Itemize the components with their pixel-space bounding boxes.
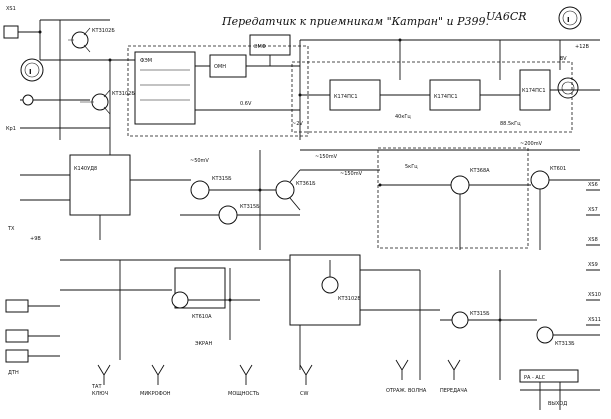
jack-mic: МИКРОФОН xyxy=(140,364,171,397)
pa-alc-box xyxy=(519,369,579,383)
tr-label-6: КТ368А xyxy=(470,168,490,174)
ic-da3 xyxy=(519,69,551,111)
tr-label-1: КТ3102Б xyxy=(92,28,115,34)
transistor-v12 xyxy=(451,311,469,329)
transistor-v11 xyxy=(321,276,339,294)
tr-label-10: КТ315Б xyxy=(470,311,490,317)
level-150mv-1: ~150mV xyxy=(315,154,338,160)
transistor-v8 xyxy=(450,175,470,195)
ic-label-2: К174ПС1 xyxy=(434,94,458,100)
right-label-4: ХS9 xyxy=(588,262,598,268)
mic-label: МИКРОФОН xyxy=(140,391,171,397)
tx-label: ТХ xyxy=(7,226,15,232)
logo-roman-right: I xyxy=(567,16,570,24)
connector-xs1 xyxy=(3,25,19,39)
transistor-v5 xyxy=(190,180,210,200)
transistor-v7 xyxy=(275,180,295,200)
jack-key: КЛЮЧ ТАТ xyxy=(91,364,111,397)
plus12v-label: +12В xyxy=(575,44,590,50)
right-label-5: ХS10 xyxy=(588,292,601,298)
logo-right-mid xyxy=(557,77,579,99)
right-label-3: ХS8 xyxy=(588,237,598,243)
callsign-text: UA6CR xyxy=(486,10,527,23)
key-label: КЛЮЧ xyxy=(92,391,108,397)
level-2v: ~2V xyxy=(292,121,303,127)
transistor-v10 xyxy=(171,291,189,309)
freq-88k: 88.5кГц xyxy=(500,121,521,127)
shield-box-3 xyxy=(377,147,529,249)
plus9v-label: +9В xyxy=(30,236,41,242)
kr1-label: Кр1 xyxy=(6,126,16,132)
ekran-label: ЭКРАН xyxy=(195,341,212,347)
shield-box-2 xyxy=(291,61,573,133)
tr-label-9: КТ3102Б xyxy=(338,296,361,302)
right-label-1: ХS6 xyxy=(588,182,598,188)
output-label: ВЫХОД xyxy=(548,401,567,407)
sheet-title: Передатчик к приемникам "Катран" и Р399. xyxy=(221,15,489,28)
level-150mv-2: ~150mV xyxy=(340,171,363,177)
jack-power: МОЩНОСТЬ xyxy=(228,364,260,397)
right-label-6: ХS11 xyxy=(588,317,601,323)
transistor-v9 xyxy=(530,170,550,190)
bottom-left-jacks xyxy=(5,299,60,363)
freq-5k: 5кГц xyxy=(405,164,418,170)
level-8v: 8V xyxy=(560,56,567,62)
tr-label-7: КТ601 xyxy=(550,166,566,172)
freq-40k: 40кГц xyxy=(395,114,411,120)
pa-alc-label: РА - ALC xyxy=(524,375,546,381)
transistor-v1 xyxy=(71,31,89,49)
tat-label: ТАТ xyxy=(91,384,102,390)
right-connectors: ХS6 ХS7 ХS8 ХS9 ХS10 ХS11 xyxy=(586,182,601,326)
transistor-v13 xyxy=(536,326,554,344)
jack-peredacha: ПЕРЕДАЧА xyxy=(440,359,468,394)
shield-box-1 xyxy=(127,45,309,137)
tr-label-11: КТ313Б xyxy=(555,341,575,347)
logo-roman-left: I xyxy=(29,68,32,76)
level-50mv: ~50mV xyxy=(190,158,209,164)
level-06v: 0.6V xyxy=(240,101,252,107)
right-label-2: ХS7 xyxy=(588,207,598,213)
jack-otrazh: ОТРАЖ. ВОЛНА xyxy=(386,359,427,394)
top-left-conn: XS1 xyxy=(6,6,16,12)
block-mixer-1 xyxy=(134,51,196,125)
block-mic-amp xyxy=(69,154,131,216)
jack-cw: CW xyxy=(299,364,313,397)
peredacha-label: ПЕРЕДАЧА xyxy=(440,388,468,394)
ic-label-3: К174ПС1 xyxy=(522,88,546,94)
logo-top-right: I xyxy=(558,6,582,30)
level-200mv: ~200mV xyxy=(520,141,543,147)
tr-label-5: КТ361Б xyxy=(296,181,316,187)
logo-left: I xyxy=(20,58,44,82)
transistor-v6 xyxy=(218,205,238,225)
mosh-label: МОЩНОСТЬ xyxy=(228,391,260,397)
mixer-label-3: ЭМФ xyxy=(254,44,267,50)
transistor-v2 xyxy=(91,93,109,111)
ic-da1 xyxy=(329,79,381,111)
cw-label: CW xyxy=(300,391,308,397)
mixer-label-2: ОМН xyxy=(214,64,226,70)
tr-label-2: КТ3102Б xyxy=(112,91,135,97)
tr-label-3: КТ315Б xyxy=(212,176,232,182)
ic-label-5: К140УД8 xyxy=(74,166,97,172)
junction-dots xyxy=(38,30,502,322)
tr-label-8: КТ610А xyxy=(192,314,212,320)
dtn-label: ДТН xyxy=(8,370,19,376)
otrazh-label: ОТРАЖ. ВОЛНА xyxy=(386,388,427,394)
tr-label-4: КТ315Б xyxy=(240,204,260,210)
mixer-label-1: ФЭМ xyxy=(140,58,152,64)
block-mod xyxy=(289,254,361,326)
ic-label-1: К174ПС1 xyxy=(334,94,358,100)
